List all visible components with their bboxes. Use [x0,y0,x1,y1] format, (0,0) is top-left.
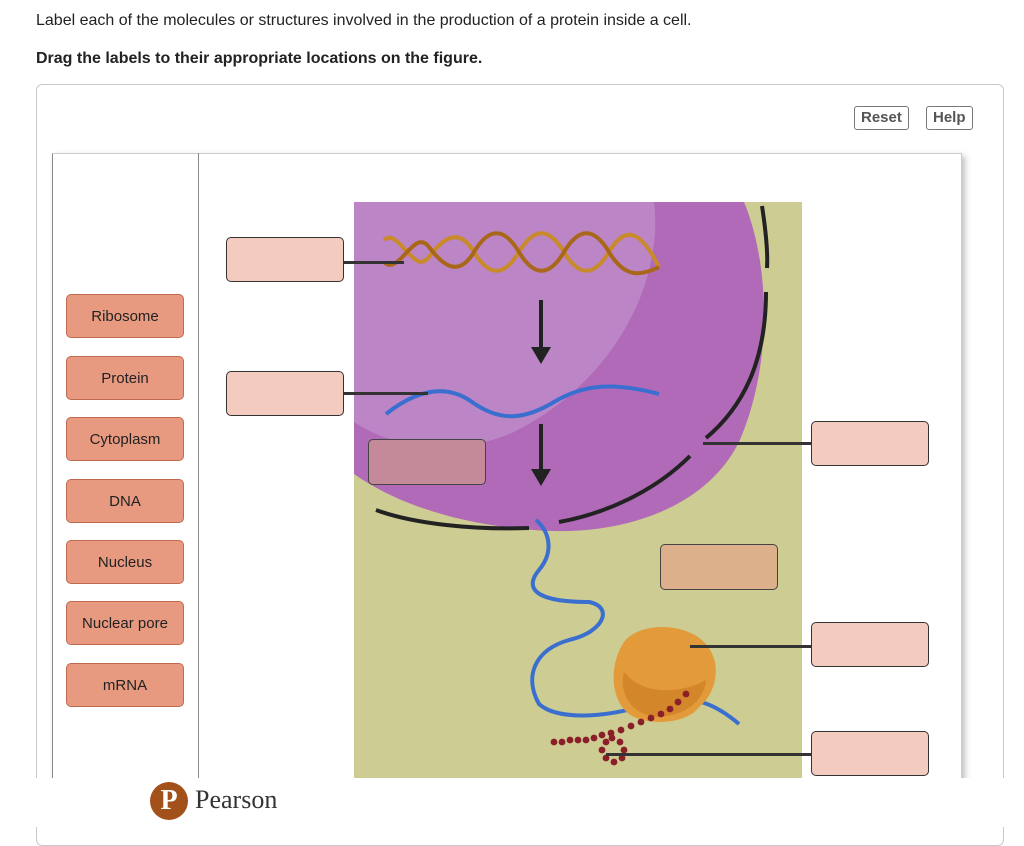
arrow-export [531,424,551,486]
nuclear-envelope-mid [704,291,768,440]
leader-line-protein [606,753,813,756]
arrow-transcription [531,300,551,364]
label-nuclear-pore[interactable]: Nuclear pore [66,601,184,645]
reset-button[interactable]: Reset [854,106,909,130]
leader-line-dna [342,261,404,264]
pearson-logo: P [150,782,188,820]
instruction-text: Label each of the molecules or structure… [36,12,692,29]
drop-target-nuclear-pore[interactable] [811,421,929,466]
drop-target-cytoplasm[interactable] [660,544,778,590]
label-mrna[interactable]: mRNA [66,663,184,707]
ribosome-shade [622,672,706,717]
leader-line-nuclear-pore [703,442,813,445]
protein-chain [550,690,690,766]
nuclear-envelope-upper [760,205,770,269]
leader-line-mrna [342,392,428,395]
nucleus-highlight [354,202,656,448]
label-bank-divider [198,153,199,793]
label-protein[interactable]: Protein [66,356,184,400]
leader-line-ribosome [690,645,813,648]
drop-target-ribosome[interactable] [811,622,929,667]
drop-target-dna[interactable] [226,237,344,282]
label-cytoplasm[interactable]: Cytoplasm [66,417,184,461]
drop-target-nucleus[interactable] [368,439,486,485]
drop-target-protein[interactable] [811,731,929,776]
help-button[interactable]: Help [926,106,973,130]
instruction-bold-text: Drag the labels to their appropriate loc… [36,50,483,67]
pearson-logo-letter: P [160,785,178,816]
drop-target-mrna[interactable] [226,371,344,416]
cell-figure [354,202,802,782]
label-ribosome[interactable]: Ribosome [66,294,184,338]
label-nucleus[interactable]: Nucleus [66,540,184,584]
pearson-wordmark: Pearson [195,785,278,814]
nuclear-envelope-lower [558,454,692,524]
dna-helix [382,231,661,276]
label-dna[interactable]: DNA [66,479,184,523]
nuclear-envelope-bottom [375,508,530,531]
